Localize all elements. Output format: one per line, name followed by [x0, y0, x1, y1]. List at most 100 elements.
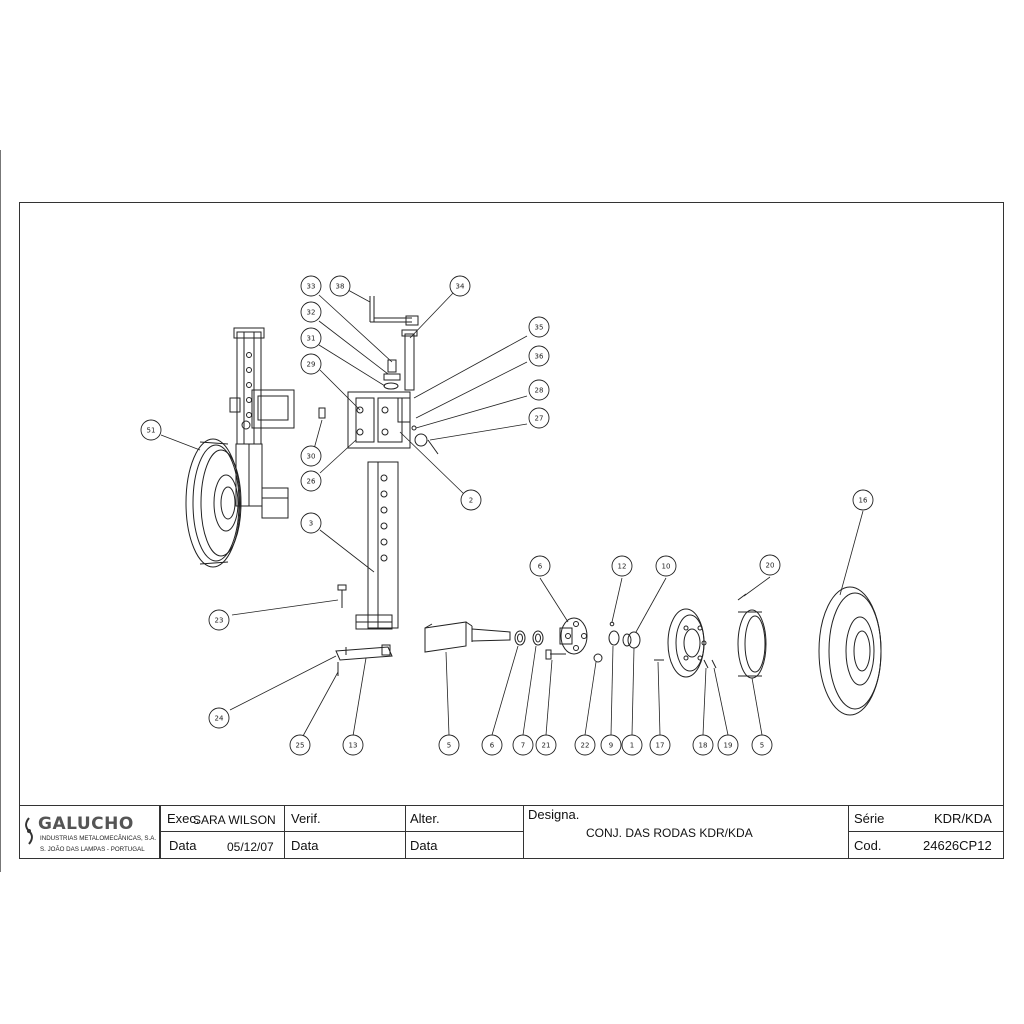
callout-label: 21 — [542, 742, 551, 750]
callout-circle — [300, 275, 322, 297]
callout-label: 20 — [766, 562, 775, 570]
serie-label: Série — [854, 811, 885, 826]
callout-circle — [611, 555, 633, 577]
callout-circle — [300, 327, 322, 349]
callout-circle — [481, 734, 503, 756]
exec-label: Exec. — [167, 811, 200, 826]
callout-balloon: 23 — [208, 609, 230, 631]
callout-label: 30 — [307, 453, 316, 461]
callout-label: 1 — [630, 742, 634, 750]
callout-circle — [528, 316, 550, 338]
callout-balloon: 24 — [208, 707, 230, 729]
callout-circle — [329, 275, 351, 297]
callout-circle — [600, 734, 622, 756]
callout-balloon: 7 — [512, 734, 534, 756]
callout-label: 28 — [535, 387, 544, 395]
code-cell: Cod. 24626CP12 — [848, 831, 1004, 859]
alter-label: Alter. — [410, 811, 440, 826]
callout-balloon: 18 — [692, 734, 714, 756]
callout-balloon: 21 — [535, 734, 557, 756]
alter-date-label: Data — [410, 838, 438, 853]
callout-circle — [574, 734, 596, 756]
callout-label: 31 — [307, 335, 316, 343]
leader-lines — [160, 289, 864, 737]
callout-label: 33 — [307, 283, 316, 291]
callout-label: 51 — [147, 427, 156, 435]
callout-circle — [528, 379, 550, 401]
callout-balloon: 6 — [529, 555, 551, 577]
callout-circle — [535, 734, 557, 756]
callout-circle — [300, 445, 322, 467]
exec-date-cell: Data 05/12/07 — [160, 831, 285, 859]
company-logo-mark-icon — [25, 817, 33, 845]
callout-balloon: 33 — [300, 275, 322, 297]
assembled-wheel-unit — [185, 327, 295, 568]
callout-balloon: 3 — [300, 512, 322, 534]
callout-circle — [300, 301, 322, 323]
callout-balloon: 13 — [342, 734, 364, 756]
callout-circle — [692, 734, 714, 756]
callout-balloon: 32 — [300, 301, 322, 323]
callout-label: 17 — [656, 742, 665, 750]
callout-balloon: 1 — [621, 734, 643, 756]
code-label: Cod. — [854, 838, 882, 853]
callout-label: 3 — [309, 520, 313, 528]
callout-label: 5 — [447, 742, 451, 750]
callout-balloon: 22 — [574, 734, 596, 756]
callout-circle — [649, 734, 671, 756]
callout-circle — [460, 489, 482, 511]
callout-label: 13 — [349, 742, 358, 750]
callout-circle — [300, 470, 322, 492]
callout-balloon: 31 — [300, 327, 322, 349]
company-location: S. JOÃO DAS LAMPAS - PORTUGAL — [40, 846, 145, 853]
designation-cell: Designa. CONJ. DAS RODAS KDR/KDA — [523, 805, 849, 859]
callout-label: 35 — [535, 324, 544, 332]
exec-cell: Exec. SARA WILSON — [160, 805, 285, 832]
designation-value: CONJ. DAS RODAS KDR/KDA — [586, 826, 753, 840]
callout-circle — [621, 734, 643, 756]
callout-label: 6 — [538, 563, 543, 571]
exec-date-value: 05/12/07 — [227, 840, 274, 854]
callout-label: 29 — [307, 361, 316, 369]
callout-label: 32 — [307, 309, 316, 317]
callout-balloon: 17 — [649, 734, 671, 756]
callout-label: 2 — [469, 497, 473, 505]
callout-label: 27 — [535, 415, 544, 423]
callout-label: 25 — [296, 742, 305, 750]
callout-balloon: 26 — [300, 470, 322, 492]
callout-label: 6 — [490, 742, 495, 750]
callout-circle — [852, 489, 874, 511]
alter-date-cell: Data — [405, 831, 524, 859]
callout-label: 26 — [307, 478, 316, 486]
callout-label: 16 — [859, 497, 868, 505]
callout-circle — [140, 419, 162, 441]
callout-balloon: 36 — [528, 345, 550, 367]
callout-circle — [300, 353, 322, 375]
callout-balloon: 35 — [528, 316, 550, 338]
callout-balloon: 38 — [329, 275, 351, 297]
callout-label: 34 — [456, 283, 465, 291]
callout-balloon: 30 — [300, 445, 322, 467]
designation-label: Designa. — [528, 807, 580, 822]
callout-circle — [751, 734, 773, 756]
callout-balloon: 12 — [611, 555, 633, 577]
logo-cell: GALUCHO INDUSTRIAS METALOMECÂNICAS, S.A.… — [19, 805, 160, 859]
callout-circle — [529, 555, 551, 577]
callout-label: 12 — [618, 563, 627, 571]
callout-circle — [528, 345, 550, 367]
sheet-edge-mark — [0, 150, 1, 872]
callout-label: 18 — [699, 742, 708, 750]
verif-label: Verif. — [291, 811, 321, 826]
callout-label: 22 — [581, 742, 590, 750]
callout-balloon: 25 — [289, 734, 311, 756]
serie-value: KDR/KDA — [934, 811, 992, 826]
callout-balloon: 9 — [600, 734, 622, 756]
callout-label: 36 — [535, 353, 544, 361]
callout-circle — [512, 734, 534, 756]
axle-and-hub-parts — [424, 586, 882, 716]
callout-balloon: 6 — [481, 734, 503, 756]
exec-date-label: Data — [169, 838, 197, 853]
verif-cell: Verif. — [284, 805, 406, 832]
callout-label: 10 — [662, 563, 671, 571]
